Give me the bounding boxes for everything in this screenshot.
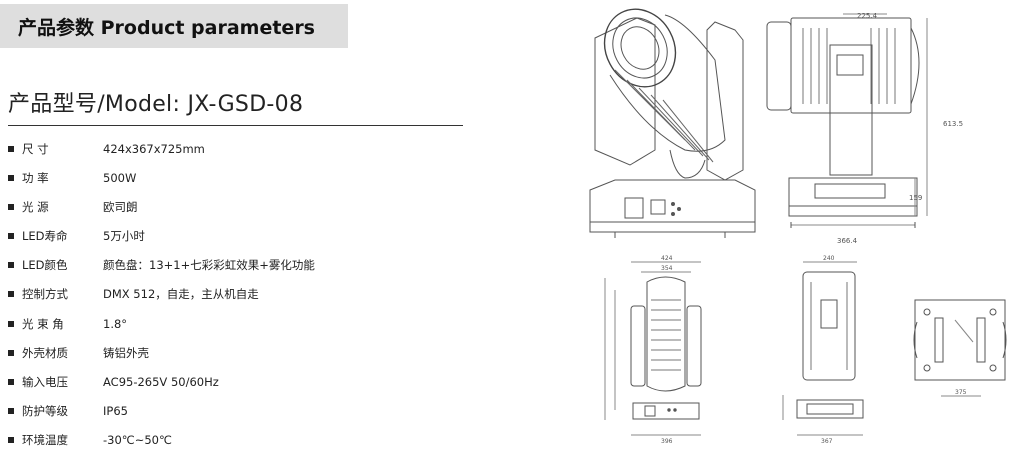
spec-label: 光 束 角 [22,316,64,331]
bullet-icon [8,146,14,152]
spec-label: 输入电压 [22,374,68,389]
bullet-icon [8,262,14,269]
spec-value: 500W [103,171,137,186]
spec-row-power: 功 率 500W [8,170,468,199]
spec-value: 颜色盘：13+1+七彩彩虹效果+雾化功能 [103,258,315,273]
spec-row-light-source: 光 源 欧司朗 [8,199,468,228]
dim-side2-top: 240 [823,255,835,262]
bullet-icon [8,291,14,298]
divider [8,125,463,126]
spec-label: 光 源 [22,200,49,215]
bullet-icon [8,204,14,211]
perspective-view-drawing [589,8,756,238]
narrow-side-view-drawing: 240 367 [782,255,864,445]
spec-value: 铸铝外壳 [103,345,149,360]
front-view-drawing: 424 354 396 [604,255,702,445]
spec-list: 尺 寸 424x367x725mm 功 率 500W 光 源 欧司朗 LED寿命 5万小… [8,141,468,461]
dim-base: 375 [955,389,967,396]
dim-side-height: 613.5 [943,120,963,128]
spec-value: 1.8° [103,316,128,331]
spec-row-voltage: 输入电压 AC95-265V 50/60Hz [8,374,468,403]
spec-row-temperature: 环境温度 -30℃~50℃ [8,432,468,461]
spec-label: 控制方式 [22,287,68,302]
dim-front-top-outer: 424 [661,255,673,262]
spec-row-led-color: LED颜色 颜色盘：13+1+七彩彩虹效果+雾化功能 [8,257,468,286]
dim-side-base-height: 159 [909,194,922,202]
bullet-icon [8,175,14,182]
spec-row-ip-rating: 防护等级 IP65 [8,403,468,432]
bullet-icon [8,378,14,385]
bullet-icon [8,233,14,240]
spec-row-housing: 外壳材质 铸铝外壳 [8,345,468,374]
spec-value: AC95-265V 50/60Hz [103,374,219,389]
spec-value: DMX 512，自走，主从机自走 [103,287,259,302]
spec-row-control: 控制方式 DMX 512，自走，主从机自走 [8,286,468,315]
page-title: 产品参数 Product parameters [18,17,315,39]
dim-side2-bottom: 367 [821,438,833,445]
bullet-icon [8,407,14,414]
spec-value: -30℃~50℃ [103,432,172,447]
header-band [0,4,348,48]
spec-value: 424x367x725mm [103,142,205,156]
spec-label: LED颜色 [22,258,68,273]
bullet-icon [8,320,14,327]
base-top-view-drawing: 375 [913,299,1007,397]
bullet-icon [8,349,14,356]
dim-front-bottom: 396 [661,438,673,445]
spec-row-led-life: LED寿命 5万小时 [8,228,468,257]
spec-value: 5万小时 [103,229,145,244]
spec-row-beam-angle: 光 束 角 1.8° [8,316,468,345]
spec-label: 防护等级 [22,403,68,418]
spec-value: 欧司朗 [103,200,138,215]
spec-value: IP65 [103,403,128,418]
dim-front-top-inner: 354 [661,265,673,272]
spec-label: LED寿命 [22,229,68,244]
spec-label: 尺 寸 [22,142,49,156]
spec-label: 外壳材质 [22,345,68,360]
spec-label: 环境温度 [22,432,68,447]
bullet-icon [8,436,14,443]
model-title: 产品型号/Model: JX-GSD-08 [8,92,304,117]
technical-drawings: 366.4 225.4 613.5 159 424 354 396 240 [589,8,1007,445]
spec-row-size: 尺 寸 424x367x725mm [8,141,468,170]
dim-side-top: 225.4 [857,12,878,20]
side-view-drawing: 366.4 225.4 613.5 159 [766,12,963,245]
dim-side-base-width: 366.4 [837,237,858,245]
spec-label: 功 率 [22,171,49,186]
